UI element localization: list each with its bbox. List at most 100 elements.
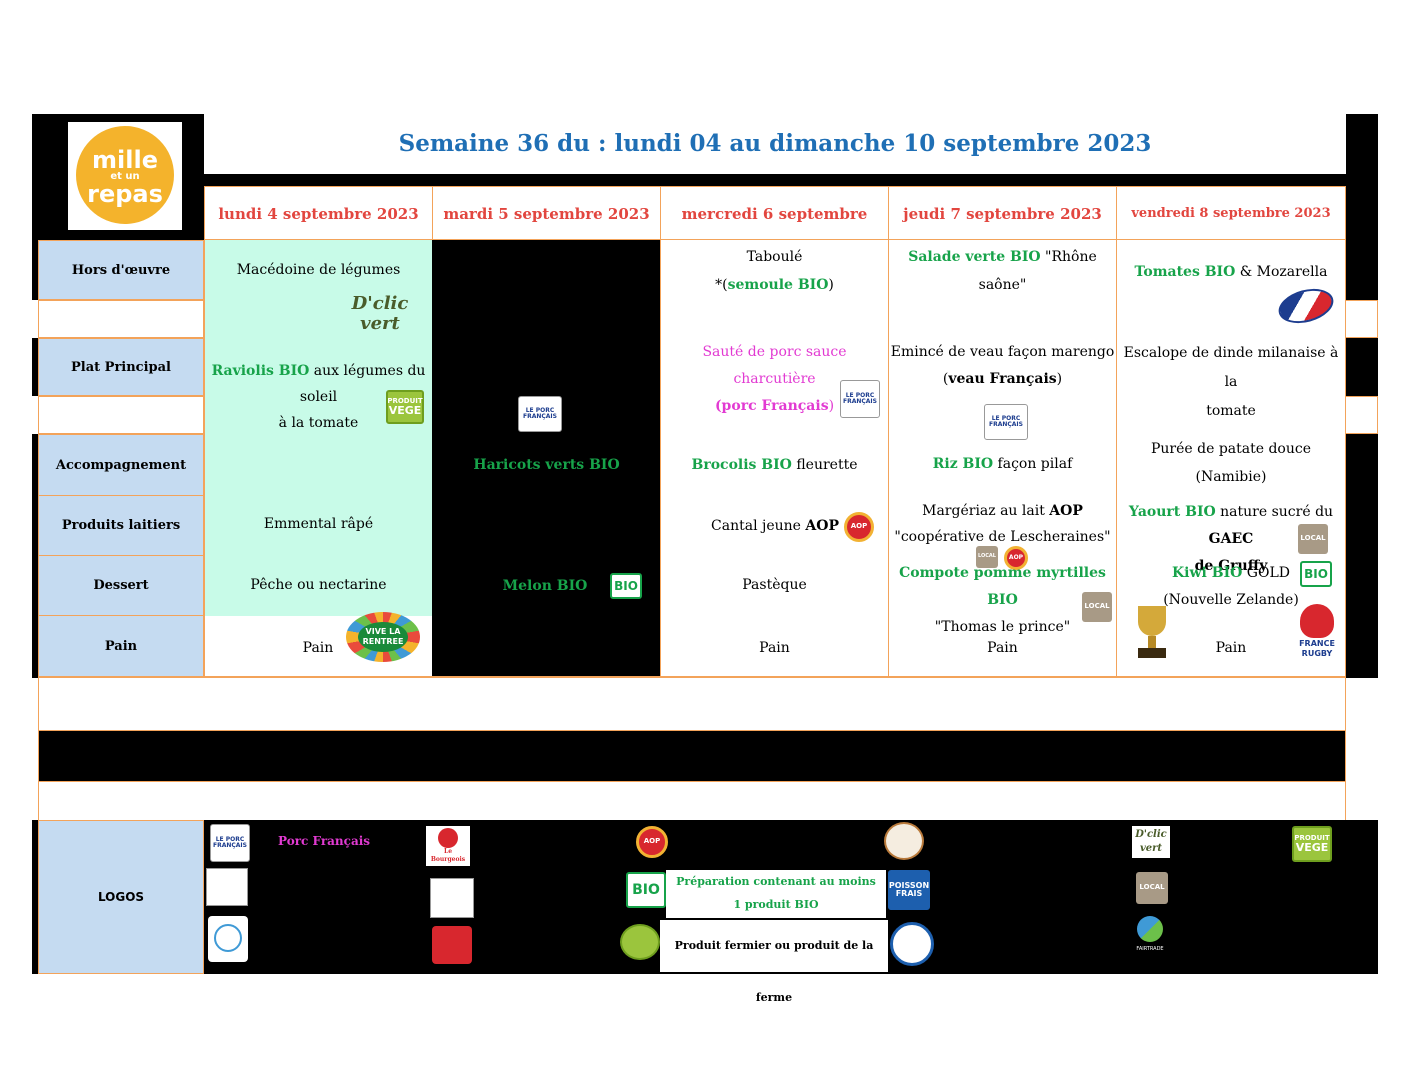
row-gap-right-1	[1346, 300, 1378, 338]
legend-vege-1: PRODUIT	[1294, 833, 1330, 842]
jeudi-lait-b: AOP	[1049, 503, 1083, 519]
vendredi-lait-a: Yaourt BIO	[1128, 504, 1216, 520]
frame-right-mid	[1346, 338, 1378, 396]
mercredi-dessert-text: Pastèque	[742, 577, 807, 593]
mercredi-accomp-b: fleurette	[791, 457, 858, 473]
lundi-plat: Raviolis BIO aux légumes du soleil à la …	[204, 358, 433, 431]
jeudi-plat-b3: )	[1056, 371, 1063, 387]
bio-mardi: BIO	[614, 578, 638, 593]
bio-icon-mardi: BIO	[610, 573, 642, 599]
brand-line3: repas	[87, 180, 163, 208]
lundi-plat-rest: aux légumes du soleil	[299, 363, 426, 405]
jeudi-hors-b: "Rhône saône"	[978, 249, 1097, 293]
day-header-vendredi: vendredi 8 septembre 2023	[1116, 186, 1346, 240]
jeudi-hors: Salade verte BIO "Rhône saône"	[888, 249, 1117, 293]
legend-local-icon: LOCAL	[1136, 872, 1168, 904]
mercredi-hors-b2: semoule BIO	[727, 277, 829, 293]
vendredi-lait: Yaourt BIO nature sucré du GAEC de Gruff…	[1116, 499, 1346, 574]
aop-icon-mercredi: AOP	[844, 512, 874, 542]
legend-fairtrade-icon: FAIRTRADE	[1132, 912, 1168, 968]
table-bottom-line	[38, 676, 1346, 678]
porc-francais-icon-jeudi: LE PORC FRANÇAIS	[984, 404, 1028, 440]
row-gap-right-2	[1346, 396, 1378, 434]
legend-aop-icon: AOP	[636, 826, 668, 858]
legend-porc-label: LE PORC FRANÇAIS	[213, 835, 247, 849]
aop-mercredi: AOP	[850, 522, 868, 531]
mercredi-hors-a: Taboulé	[746, 249, 803, 265]
legend-bourgeois-icon: Le Bourgeois du Chervin	[426, 826, 470, 866]
mercredi-plat-b: (porc Français	[714, 398, 829, 414]
vendredi-plat-a: Escalope de dinde milanaise à la	[1123, 345, 1339, 390]
lundi-dessert: Pêche ou nectarine	[204, 571, 433, 599]
local-jeudi-1: LOCAL	[978, 553, 996, 560]
vendredi-pain-text: Pain	[1215, 640, 1247, 656]
vendredi-plat-b: tomate	[1206, 403, 1256, 419]
dclic-1: D'clic	[351, 293, 409, 314]
row-gap-1	[38, 300, 204, 338]
jeudi-lait-c: "coopérative de Lescheraines"	[894, 529, 1111, 545]
mercredi-plat-a: Sauté de porc sauce charcutière	[702, 344, 847, 387]
mercredi-accomp: Brocolis BIO fleurette	[660, 450, 889, 480]
spacer-1	[38, 678, 1346, 730]
vendredi-dessert-b: GOLD	[1242, 565, 1290, 581]
jeudi-plat-b2: veau Français	[948, 371, 1057, 387]
local-jeudi-2: LOCAL	[1084, 602, 1110, 611]
mercredi-lait-b: AOP	[805, 518, 839, 534]
mercredi-plat-c: )	[828, 398, 835, 414]
vendredi-hors: Tomates BIO & Mozarella	[1116, 258, 1346, 286]
day-header-mercredi: mercredi 6 septembre 2023	[660, 186, 889, 277]
frame-right-low	[1346, 434, 1378, 678]
legend-region-icon	[208, 916, 248, 962]
vege-1: PRODUIT	[387, 396, 423, 405]
lundi-pain-text: Pain	[302, 640, 334, 656]
produit-vege-icon: PRODUIT VEGE	[386, 390, 424, 424]
mardi-dessert: Melon BIO	[480, 572, 610, 600]
jeudi-dessert-a: Compote pomme myrtilles BIO	[899, 565, 1106, 608]
dclic-vert-icon: D'clic vert	[346, 294, 414, 338]
mardi-accomp: Haricots verts BIO	[432, 450, 661, 480]
frame-header-strip	[204, 174, 1346, 186]
vendredi-hors-a: Tomates BIO	[1134, 264, 1236, 280]
vive-la-rentree-icon: VIVE LA RENTREE	[340, 604, 426, 670]
vive-2: RENTREE	[362, 637, 404, 646]
row-label-dessert: Dessert	[38, 555, 204, 616]
mercredi-hors-b1: *(	[715, 277, 728, 293]
spacer-2	[38, 782, 1346, 820]
vendredi-accomp: Purée de patate douce (Namibie)	[1116, 441, 1346, 485]
row-label-hors: Hors d'œuvre	[38, 240, 204, 300]
legend-dclic-1: D'clic	[1135, 829, 1167, 840]
aop-icon-jeudi: AOP	[1004, 546, 1028, 570]
local-icon-jeudi-dessert: LOCAL	[1082, 592, 1112, 622]
lundi-plat-bio: Raviolis BIO	[211, 363, 310, 379]
porc-francais-icon-mardi: LE PORC FRANÇAIS	[518, 396, 562, 432]
legend-label-rouge-icon	[432, 926, 472, 964]
logos-label: LOGOS	[38, 820, 204, 974]
jeudi-accomp-b: façon pilaf	[993, 456, 1073, 472]
bio-vendredi: BIO	[1304, 566, 1328, 581]
vege-2: VEGE	[388, 403, 422, 417]
vendredi-dessert-a: Kiwi BIO	[1172, 565, 1243, 581]
local-icon-jeudi-lait: LOCAL	[976, 546, 998, 568]
jeudi-hors-a: Salade verte BIO	[908, 249, 1041, 265]
porc-mercredi: LE PORC FRANÇAIS	[843, 391, 877, 405]
mercredi-lait-a: Cantal jeune	[711, 518, 806, 534]
legend-poisson-frais-icon: POISSON FRAIS	[888, 870, 930, 910]
lundi-pain: Pain	[290, 634, 346, 662]
vendredi-lait-d: de Gruffy	[1194, 558, 1268, 574]
jeudi-plat-a: Emincé de veau façon marengo	[890, 344, 1115, 360]
legend-volaille-icon	[430, 878, 474, 918]
legend-local-label: LOCAL	[1139, 883, 1165, 892]
legend-viande-icon	[206, 868, 248, 906]
lundi-hors: Macédoine de légumes	[204, 255, 433, 285]
dclic-2: vert	[360, 313, 400, 334]
mercredi-pain: Pain	[660, 634, 889, 662]
jeudi-dessert-b: "Thomas le prince"	[934, 619, 1071, 635]
legend-aop-label: AOP	[643, 837, 661, 846]
black-banner	[38, 730, 1346, 782]
porc-mardi: LE PORC FRANÇAIS	[523, 406, 557, 420]
jeudi-plat-b1: (	[942, 371, 949, 387]
mercredi-dessert: Pastèque	[660, 571, 889, 599]
mercredi-hors-b3: )	[828, 277, 834, 293]
porc-jeudi: LE PORC FRANÇAIS	[989, 414, 1023, 428]
col-mardi	[432, 240, 661, 677]
